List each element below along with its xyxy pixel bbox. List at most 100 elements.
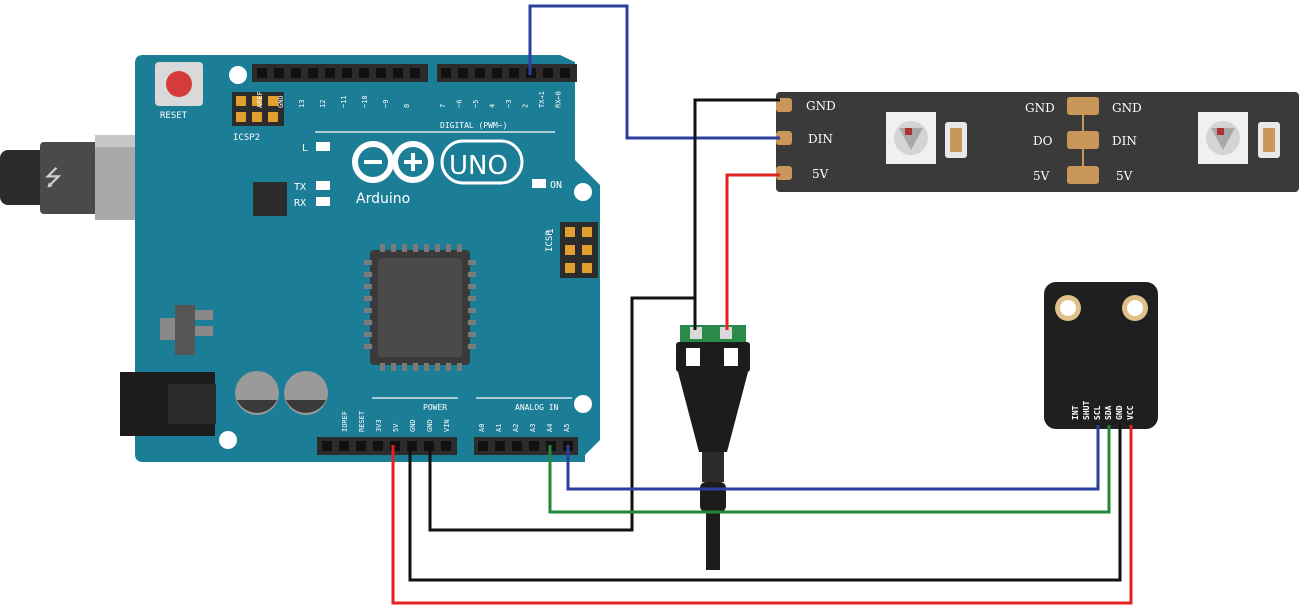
chip-pin — [364, 308, 372, 313]
sensor-pin-label: SCL — [1093, 405, 1102, 420]
adapter-window — [686, 348, 700, 366]
digital-pin-label: 2 — [522, 104, 530, 108]
chip-pin — [446, 363, 451, 371]
header-pin-hole — [322, 441, 332, 451]
header-pin-hole — [390, 441, 400, 451]
chip-pin — [435, 363, 440, 371]
chip-pin — [446, 244, 451, 252]
chip-pin — [364, 272, 372, 277]
rx-led — [316, 197, 330, 206]
chip-pin — [435, 244, 440, 252]
header-pin-hole — [376, 68, 386, 78]
usb-cable-body — [40, 142, 100, 214]
reset-button-cap[interactable] — [166, 71, 192, 97]
tx-led-label: TX — [294, 182, 306, 193]
adapter-screw — [690, 327, 702, 339]
mcu-pins — [364, 244, 476, 371]
strip-pad-din — [776, 131, 792, 145]
wire-a4-to-sda — [548, 425, 1111, 514]
digital-pin-label: ~6 — [456, 100, 464, 108]
sensor-mount-hole-inner — [1060, 300, 1076, 316]
l-led-label: L — [302, 143, 308, 154]
mount-hole — [219, 431, 237, 449]
chip-pin — [468, 308, 476, 313]
digital-pin-label: AREF — [256, 91, 264, 108]
header-pin-hole — [512, 441, 522, 451]
ws2812-led — [886, 112, 936, 164]
digital-pin-label: ~3 — [505, 100, 513, 108]
analog-pin-label: A2 — [512, 424, 520, 432]
sensor-pin-label: SHUT — [1082, 401, 1091, 420]
digital-pin-label: TX→1 — [538, 91, 546, 108]
strip-mid-label-5v-right: 5V — [1116, 169, 1133, 183]
rx-led-label: RX — [294, 198, 306, 209]
power-pin-label: IOREF — [341, 411, 349, 432]
dc-power-jack — [120, 372, 216, 436]
chip-pin — [468, 260, 476, 265]
header-pin-hole — [274, 68, 284, 78]
digital-pin-label: 12 — [319, 100, 327, 108]
chip-pin — [413, 363, 418, 371]
chip-pin — [468, 344, 476, 349]
voltage-regulator — [160, 305, 213, 355]
power-pin-label: 3V3 — [375, 419, 383, 432]
adapter-barrel — [702, 452, 724, 482]
header-pin-hole — [492, 68, 502, 78]
header-pin-hole — [257, 68, 267, 78]
reset-label: RESET — [160, 111, 188, 121]
mount-hole — [229, 66, 247, 84]
led-strip: GND DIN 5V GND DO 5V GND DIN 5V — [776, 92, 1299, 192]
sensor-pin-label: VCC — [1126, 405, 1135, 420]
power-pin-label: GND — [426, 419, 434, 432]
brand-label: Arduino — [356, 191, 410, 207]
strip-mid-label-gnd-left: GND — [1025, 101, 1055, 115]
adapter-cable — [706, 512, 720, 570]
adapter-screw — [720, 327, 732, 339]
tx-led — [316, 181, 330, 190]
chip-pin — [424, 363, 429, 371]
header-pin-hole — [495, 441, 505, 451]
strip-mid-label-gnd-right: GND — [1112, 101, 1142, 115]
capacitor — [235, 371, 279, 415]
icsp-label: ICSP — [545, 230, 555, 252]
analog-pin-label: A0 — [478, 424, 486, 432]
strip-label-din: DIN — [808, 132, 833, 146]
strip-resistor-core — [950, 128, 962, 152]
header-pin-hole — [325, 68, 335, 78]
chip-pin — [413, 244, 418, 252]
chip-pin — [402, 363, 407, 371]
wires — [391, 4, 1133, 605]
digital-label: DIGITAL (PWM~) — [440, 121, 507, 130]
strip-mid-label-din: DIN — [1112, 134, 1137, 148]
usb-symbol-icon: ⭍ — [44, 166, 62, 191]
header-pin-hole — [529, 441, 539, 451]
header-pin-hole — [458, 68, 468, 78]
chip-pin — [364, 332, 372, 337]
wire-gnd-to-sensor — [408, 425, 1122, 582]
analog-pin-label: A5 — [563, 424, 571, 432]
header-pin-hole — [359, 68, 369, 78]
wire-strip-gnd — [693, 98, 780, 330]
analog-pin-label: A3 — [529, 424, 537, 432]
analog-header — [474, 437, 578, 455]
header-pin-hole — [373, 441, 383, 451]
capacitor — [284, 371, 328, 415]
l-led — [316, 142, 330, 151]
digital-pin-label: 7 — [439, 104, 447, 108]
strip-mid-label-do: DO — [1033, 134, 1053, 148]
chip-pin — [364, 284, 372, 289]
header-pin-hole — [407, 441, 417, 451]
digital-pin-label: ~10 — [361, 95, 369, 108]
header-pin-hole — [393, 68, 403, 78]
power-pin-label: RESET — [358, 410, 366, 432]
chip-pin — [457, 244, 462, 252]
strip-mid-label-5v-left: 5V — [1033, 169, 1050, 183]
board-pcb — [135, 55, 600, 462]
digital-pin-label: ~9 — [382, 100, 390, 108]
digital-pin-label: 13 — [298, 100, 306, 108]
wire-d2-to-din — [528, 4, 780, 140]
chip-pin — [364, 260, 372, 265]
chip-pin — [391, 244, 396, 252]
